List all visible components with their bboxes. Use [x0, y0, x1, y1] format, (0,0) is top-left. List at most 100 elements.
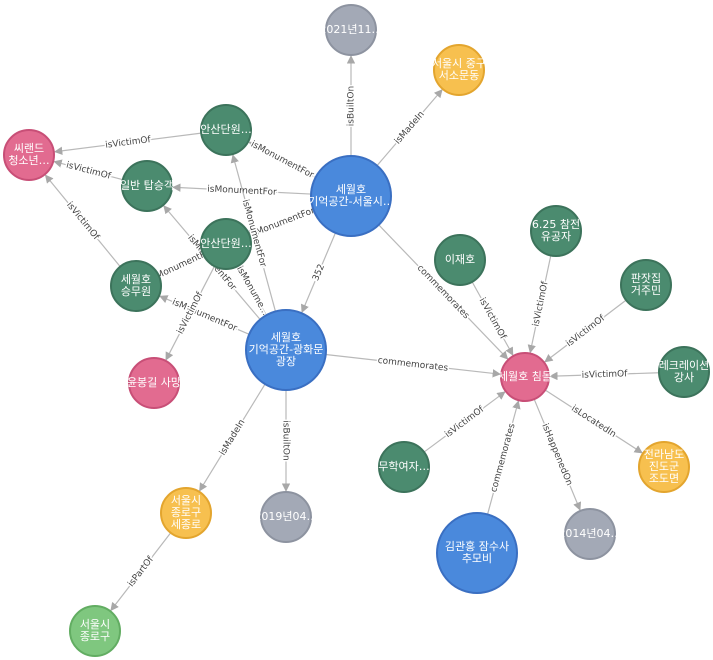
node-circle — [69, 605, 121, 657]
edge-line — [248, 141, 316, 178]
node-label-line: 기억공간-서울시… — [308, 195, 394, 208]
node-label-line: 윤봉길 사망 — [127, 376, 181, 389]
edge-memorial_gwanghwamun-crew: isMonumentFor — [159, 295, 250, 336]
node-label-line: 청소년… — [8, 154, 49, 167]
edge-crew-ssiland: isVictimOf — [44, 174, 121, 268]
edge-memorial_gwanghwamun-date_2019: isBuiltOn — [279, 390, 292, 492]
edge-line — [165, 265, 216, 361]
edge-line — [527, 255, 552, 354]
node-label-line: 2014년04… — [558, 527, 621, 540]
edge-label: isBuiltOn — [281, 420, 291, 460]
node-muhak[interactable]: 무학여자… — [378, 441, 430, 493]
edge-memorial_gwanghwamun-jongno_sejong: isMadeIn — [199, 383, 266, 492]
node-date_2014[interactable]: 2014년04… — [558, 508, 622, 560]
node-label-line: 세월호 침몰 — [498, 370, 552, 383]
edge-war_veterans-sewol_sinking: isVictimOf — [527, 255, 552, 354]
edge-line — [376, 89, 443, 167]
node-circle — [245, 309, 327, 391]
node-label-line: 세월호 — [271, 331, 301, 344]
edge-label: isLocatedIn — [569, 404, 617, 440]
node-circle — [200, 104, 252, 156]
node-lee_jaeho[interactable]: 이재호 — [434, 234, 486, 286]
edge-label: isVictimOf — [582, 369, 629, 380]
node-circle — [564, 508, 616, 560]
node-circle — [658, 346, 710, 398]
node-label-line: 기억공간-광화문 — [249, 343, 324, 356]
node-ansan_1[interactable]: 안산단원… — [200, 104, 252, 156]
node-sewol_sinking[interactable]: 세월호 침몰 — [498, 352, 552, 402]
node-circle — [434, 234, 486, 286]
node-label-line: 추모비 — [462, 552, 492, 565]
node-circle — [160, 487, 212, 539]
node-ansan_2[interactable]: 안산단원… — [200, 218, 252, 270]
edge-label: isPartOf — [126, 554, 156, 589]
node-date_2019[interactable]: 2019년04… — [254, 491, 318, 543]
node-label-line: 종로구 — [80, 630, 110, 643]
node-label-line: 진도군 — [649, 460, 679, 473]
node-ssiland[interactable]: 씨랜드청소년… — [3, 129, 55, 181]
edge-line — [533, 398, 582, 511]
edge-line — [53, 159, 123, 181]
node-passengers[interactable]: 일반 탑승객 — [120, 160, 174, 212]
edge-line — [238, 265, 267, 316]
edge-line — [158, 254, 204, 276]
edge-label: commemorates — [377, 356, 449, 374]
node-label-line: 세종로 — [171, 518, 201, 531]
node-label-line: 세월호 — [121, 273, 151, 286]
node-label-line: 전라남도 — [644, 448, 684, 461]
edge-label: isMadeIn — [218, 418, 247, 457]
node-label-line: 2021년11… — [319, 23, 382, 36]
node-circle — [530, 205, 582, 257]
edge-memorial_seoul-seoul_junggu: isMadeIn — [376, 89, 443, 167]
edge-memorial_seoul-memorial_gwanghwamun: 352 — [301, 232, 336, 314]
node-label-line: 서울시 — [171, 494, 201, 507]
edge-line — [471, 281, 514, 356]
node-label-line: 김관홍 잠수사 — [445, 539, 509, 553]
edge-line — [249, 209, 314, 236]
node-label-line: 2019년04… — [254, 510, 317, 523]
edge-label: isBuiltOn — [347, 86, 357, 126]
node-label-line: 광장 — [276, 355, 296, 368]
edge-memorial_gwanghwamun-sewol_sinking: commemorates — [325, 353, 501, 378]
edge-passengers-ssiland: isVictimOf — [53, 159, 123, 183]
edge-line — [325, 353, 501, 378]
node-label-line: 서울시 중구 — [432, 57, 486, 70]
edge-label: isVictimOf — [477, 296, 508, 341]
node-circle — [620, 259, 672, 311]
node-label-line: 6.25 참전 — [532, 218, 580, 231]
edge-label: isHappenedOn — [539, 422, 574, 487]
node-circle — [378, 441, 430, 493]
node-memorial_seoul[interactable]: 세월호기억공간-서울시… — [308, 155, 394, 237]
node-label-line: 안산단원… — [200, 237, 251, 250]
node-label-line: 종로구 — [171, 506, 201, 519]
node-label-line: 거주민 — [631, 284, 661, 297]
node-label-line: 서울시 — [80, 618, 110, 631]
edge-line — [199, 383, 266, 492]
edge-line — [423, 391, 506, 453]
node-label-line: 서소문동 — [439, 69, 479, 82]
edge-recreation-sewol_sinking: isVictimOf — [549, 368, 660, 382]
node-yoon_death[interactable]: 윤봉길 사망 — [127, 357, 181, 409]
node-label-line: 일반 탑승객 — [120, 178, 174, 192]
edge-label: commemorates — [489, 422, 517, 493]
edge-label: isMadeIn — [393, 110, 427, 147]
node-circle — [638, 441, 690, 493]
node-circle — [325, 4, 377, 56]
node-label-line: 레크레이션 — [659, 359, 710, 372]
node-date_2021[interactable]: 2021년11… — [319, 4, 383, 56]
node-circle — [500, 352, 550, 402]
edge-line — [549, 371, 660, 381]
edge-label: 352 — [311, 263, 327, 283]
node-circle — [3, 129, 55, 181]
